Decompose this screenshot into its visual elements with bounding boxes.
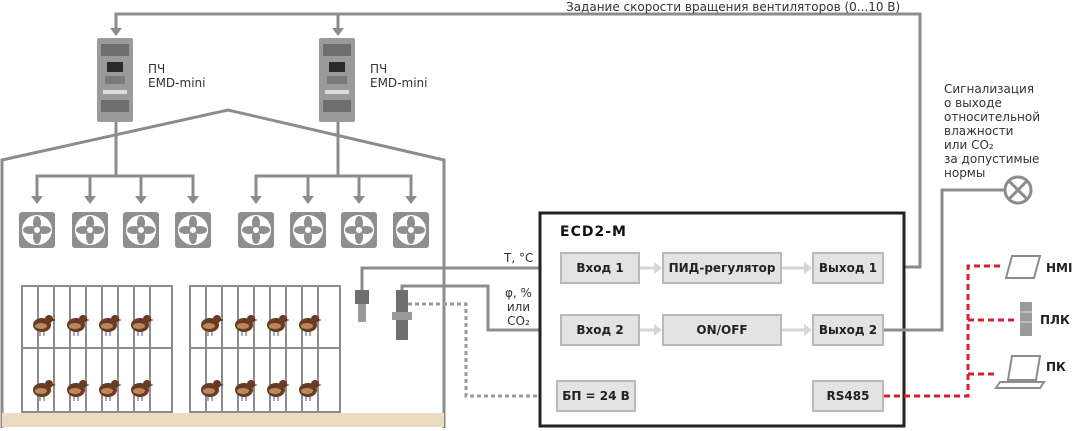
pc-icon xyxy=(994,355,1046,389)
output-1-block: Выход 1 xyxy=(812,252,884,284)
onoff-block: ON/OFF xyxy=(662,314,782,346)
cage-left xyxy=(21,285,173,413)
hmi-icon xyxy=(1004,255,1042,279)
vfd-1-line2: EMD-mini xyxy=(148,76,206,90)
fan-3 xyxy=(123,212,159,248)
fan-1 xyxy=(19,212,55,248)
rs485-block: RS485 xyxy=(812,380,884,412)
speed-setpoint-label: Задание скорости вращения вентиляторов (… xyxy=(566,0,901,14)
humidity-line-1: φ, % xyxy=(505,286,532,300)
alarm-line-2: о выходе xyxy=(944,96,1002,110)
fan-2 xyxy=(72,212,108,248)
output-2-block: Выход 2 xyxy=(812,314,884,346)
plc-icon xyxy=(1020,302,1032,336)
alarm-line-5: или CO₂ xyxy=(944,138,994,152)
vfd-1-line1: ПЧ xyxy=(148,62,166,76)
fan-8 xyxy=(393,212,429,248)
pc-label: ПК xyxy=(1046,360,1066,374)
rs485-network xyxy=(884,264,1014,398)
quail-birds xyxy=(32,314,323,402)
fan-5 xyxy=(238,212,274,248)
vfd-2-line1: ПЧ xyxy=(370,62,388,76)
vfd-2-line2: EMD-mini xyxy=(370,76,428,90)
humidity-line-3: CO₂ xyxy=(507,314,530,328)
fan-4 xyxy=(175,212,211,248)
input-1-block: Вход 1 xyxy=(560,252,640,284)
humidity-line-2: или xyxy=(506,300,531,314)
plc-label: ПЛК xyxy=(1040,313,1070,327)
alarm-line-4: влажности xyxy=(944,124,1014,138)
barn-floor xyxy=(2,413,444,427)
fan-7 xyxy=(341,212,377,248)
pid-block: ПИД-регулятор xyxy=(662,252,782,284)
speed-setpoint-line xyxy=(114,12,922,269)
vfd-unit-1 xyxy=(97,38,133,122)
alarm-line-1: Сигнализация xyxy=(944,82,1035,96)
alarm-lamp-icon xyxy=(1003,175,1033,205)
hmi-label: HMI xyxy=(1046,261,1073,275)
humidity-sensor xyxy=(392,284,556,398)
alarm-line-3: относительной xyxy=(944,110,1041,124)
vfd-unit-2 xyxy=(319,38,355,122)
alarm-label: Сигнализация о выходе относительной влаж… xyxy=(944,82,1040,180)
barn-outline xyxy=(0,108,446,428)
alarm-line-6: за допустимые xyxy=(944,152,1040,166)
temperature-label: Т, °С xyxy=(504,251,534,265)
cage-right xyxy=(189,285,341,413)
humidity-label: φ, % или CO₂ xyxy=(505,286,532,328)
alarm-line-7: нормы xyxy=(944,166,986,180)
controller-title: ECD2-M xyxy=(560,224,627,240)
power-supply-block: БП = 24 В xyxy=(556,380,636,412)
alarm-line xyxy=(884,188,1006,332)
input-2-block: Вход 2 xyxy=(560,314,640,346)
vfd-2-label: ПЧ EMD-mini xyxy=(370,62,427,90)
fan-6 xyxy=(290,212,326,248)
vfd-1-label: ПЧ EMD-mini xyxy=(148,62,205,90)
fan-wiring xyxy=(35,122,413,198)
